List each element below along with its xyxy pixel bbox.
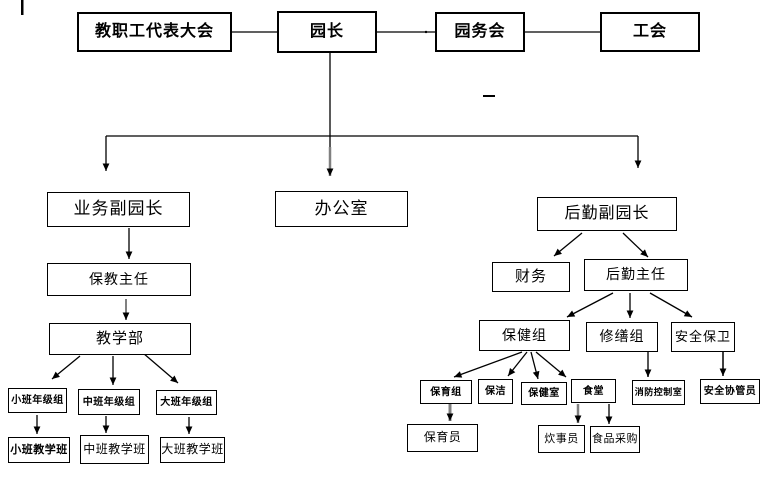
arrow-logdir-security: [649, 292, 693, 318]
node-business-vice-director: 业务副园长: [47, 192, 190, 227]
arrowhead: [605, 416, 613, 424]
arrowhead: [33, 426, 41, 434]
node-big-grade-group: 大班年级组: [156, 390, 217, 415]
arrowhead: [102, 163, 110, 171]
arrowhead: [508, 368, 516, 376]
node-repair-group: 修缮组: [586, 322, 658, 352]
arrow-logvice-finance: [553, 232, 583, 257]
arrowhead: [102, 425, 110, 433]
node-health-room: 保健室: [521, 382, 567, 405]
arrowhead: [640, 249, 648, 257]
node-food-procurement: 食品采购: [590, 426, 640, 453]
arrowhead: [125, 251, 133, 259]
node-logistics-vice-director: 后勤副园长: [537, 197, 677, 231]
node-canteen: 食堂: [571, 379, 616, 403]
arrowhead: [683, 310, 692, 317]
node-childcare-worker: 保育员: [407, 424, 478, 452]
arrowhead: [326, 168, 334, 176]
arrowhead: [170, 375, 178, 383]
node-finance: 财务: [492, 262, 570, 292]
dot-artifact: [424, 30, 428, 34]
arrowhead: [644, 369, 652, 377]
arrow-health-healthroom: [530, 351, 539, 380]
arrow-health-canteen: [535, 351, 567, 378]
node-big-teaching-class: 大班教学班: [160, 437, 225, 463]
node-teaching-department: 教学部: [49, 323, 191, 355]
arrowhead: [719, 368, 727, 376]
node-health-group: 保健组: [479, 320, 570, 351]
node-small-teaching-class: 小班教学班: [8, 437, 70, 463]
node-director: 园长: [277, 11, 377, 53]
node-care-teaching-director: 保教主任: [47, 263, 191, 296]
node-council: 园务会: [435, 12, 525, 52]
arrowhead: [574, 415, 582, 423]
node-small-grade-group: 小班年级组: [8, 388, 67, 413]
arrowhead: [52, 371, 60, 379]
arrow-logdir-health: [566, 292, 614, 318]
node-staff-congress: 教职工代表大会: [77, 12, 232, 52]
arrowhead: [567, 310, 576, 317]
node-office: 办公室: [275, 191, 408, 227]
arrow-teachdept-biggrade: [142, 352, 179, 384]
arrow-teachdept-smallgrade: [51, 355, 81, 380]
text-cursor-artifact: [21, 0, 24, 15]
node-cook: 炊事员: [538, 425, 585, 453]
arrow-logvice-logdir: [622, 232, 649, 258]
arrow-health-childcaregroup: [453, 351, 523, 378]
node-childcare-group: 保育组: [420, 380, 472, 404]
node-middle-teaching-class: 中班教学班: [80, 435, 149, 464]
node-logistics-director: 后勤主任: [584, 259, 688, 291]
node-security-group: 安全保卫: [671, 322, 735, 352]
arrow-health-cleaning: [507, 351, 528, 377]
arrowhead: [558, 369, 566, 377]
node-union: 工会: [600, 12, 700, 52]
arrowhead: [626, 310, 634, 318]
arrowhead: [634, 160, 642, 168]
arrowhead: [454, 371, 463, 378]
node-safety-coordinator: 安全协管员: [700, 379, 760, 404]
arrowhead: [122, 312, 130, 320]
node-middle-grade-group: 中班年级组: [78, 389, 140, 415]
arrowhead: [446, 413, 454, 421]
arrowhead: [109, 377, 117, 385]
arrowhead: [532, 370, 540, 379]
arrowhead: [185, 426, 193, 434]
node-fire-control-room: 消防控制室: [632, 380, 685, 405]
arrowhead: [554, 248, 562, 256]
node-cleaning: 保洁: [478, 379, 513, 404]
